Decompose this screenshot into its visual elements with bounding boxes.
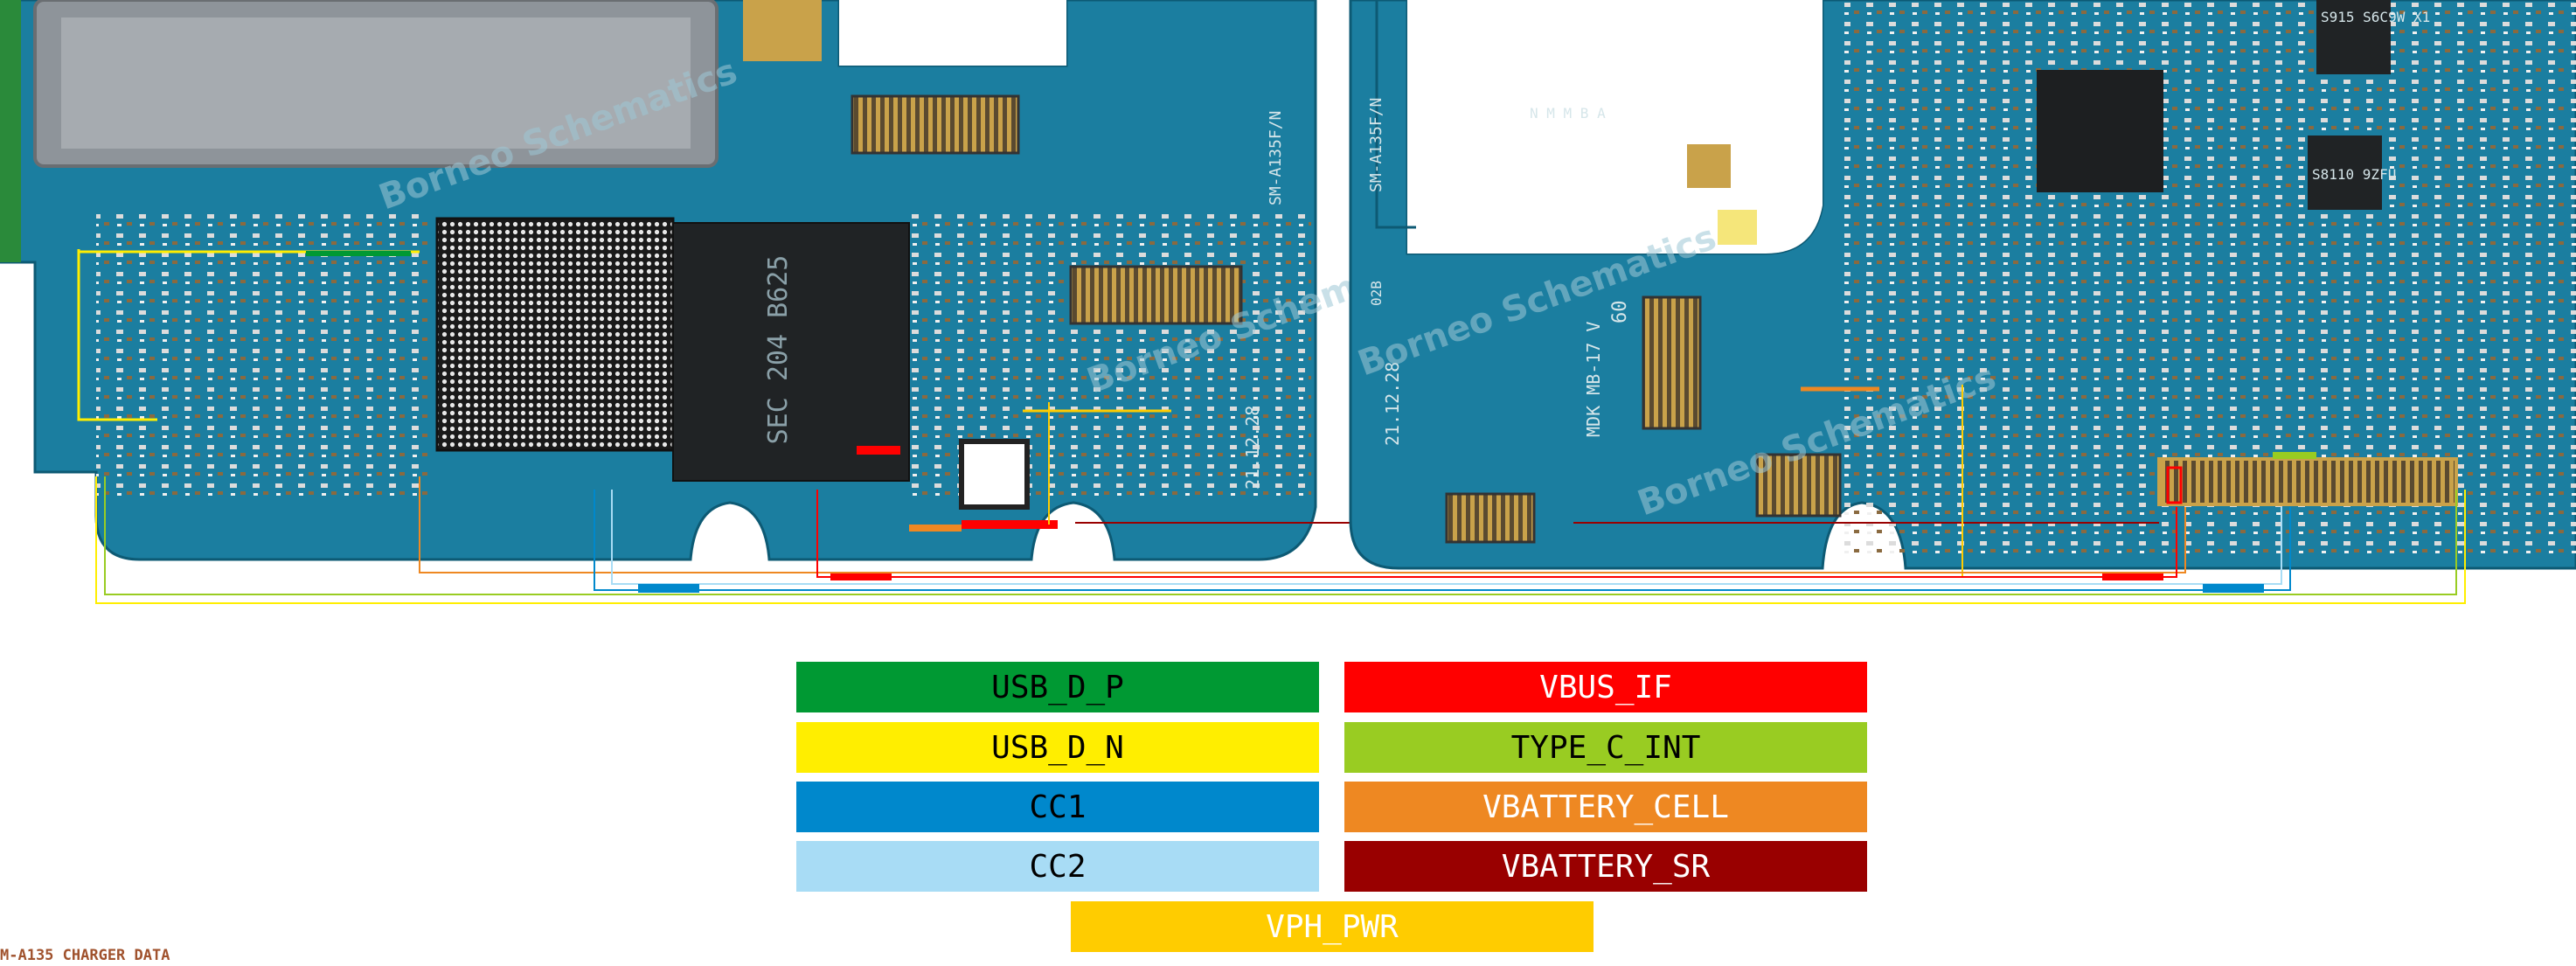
- legend-label-cc2: CC2: [1029, 848, 1087, 885]
- legend-cc1: CC1: [796, 782, 1319, 832]
- rev-silkscreen: 02B: [1368, 281, 1385, 306]
- legend-usb-d-p: USB_D_P: [796, 662, 1319, 712]
- legend-vph-pwr: VPH_PWR: [1071, 901, 1594, 952]
- legend-label-usb-d-n: USB_D_N: [991, 729, 1124, 766]
- legend-label-vbattery-sr: VBATTERY_SR: [1501, 848, 1711, 885]
- legend-label-vbattery-cell: VBATTERY_CELL: [1482, 789, 1729, 825]
- left-board: SEC 204 B625 SM-A135F/N 21.12.28 Borneo …: [0, 0, 1573, 561]
- legend-cc2: CC2: [796, 841, 1319, 892]
- num-60-silkscreen: 60: [1609, 301, 1631, 324]
- net-traces: [95, 476, 2466, 604]
- board-code-silkscreen: MDK MB-17 V: [1583, 322, 1604, 437]
- right-model-silkscreen: SM-A135F/N: [1367, 98, 1385, 192]
- chip-s915-label: S915 S6C9W X1: [2321, 9, 2430, 25]
- left-date-silkscreen: 21.12.28: [1242, 406, 1263, 490]
- left-model-silkscreen: SM-A135F/N: [1267, 111, 1285, 205]
- chip-sec-label: SEC 204 B625: [763, 255, 794, 445]
- legend-vbus-if: VBUS_IF: [1344, 662, 1867, 712]
- legend-label-usb-d-p: USB_D_P: [991, 669, 1124, 705]
- right-board: SM-A135F/N 21.12.28 MDK MB-17 V 02B 60 N…: [1349, 0, 2576, 577]
- legend-vbattery-sr: VBATTERY_SR: [1344, 841, 1867, 892]
- legend-usb-d-n: USB_D_N: [796, 722, 1319, 773]
- legend-label-vph-pwr: VPH_PWR: [1266, 908, 1399, 945]
- legend-label-cc1: CC1: [1029, 789, 1087, 825]
- legend-label-vbus-if: VBUS_IF: [1539, 669, 1672, 705]
- page-label: M-A135 CHARGER DATA: [0, 947, 170, 964]
- legend-label-type-c-int: TYPE_C_INT: [1510, 729, 1701, 766]
- chip-s8110-label: S8110 9ZFU: [2312, 166, 2396, 183]
- right-date-silkscreen: 21.12.28: [1382, 362, 1403, 446]
- legend-vbattery-cell: VBATTERY_CELL: [1344, 782, 1867, 832]
- nm-silkscreen: N M M B A: [1530, 105, 1606, 122]
- pcb-board-area: SEC 204 B625 SM-A135F/N 21.12.28 Borneo …: [0, 0, 2576, 604]
- legend-type-c-int: TYPE_C_INT: [1344, 722, 1867, 773]
- pcb-board-photo: SEC 204 B625 SM-A135F/N 21.12.28 Borneo …: [0, 0, 2576, 604]
